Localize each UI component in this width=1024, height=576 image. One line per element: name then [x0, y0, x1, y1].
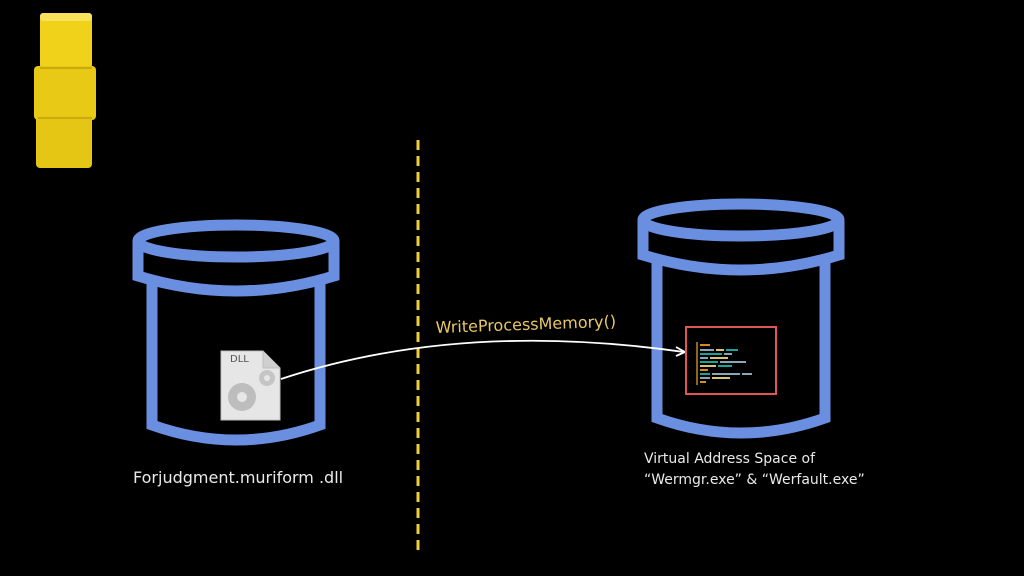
target-label-line2: “Wermgr.exe” & “Werfault.exe” — [644, 472, 865, 488]
write-memory-arrow — [280, 339, 685, 380]
source-dll-label: Forjudgment.muriform .dll — [133, 468, 344, 487]
yellow-blocks-icon — [34, 13, 96, 168]
code-window-icon — [685, 326, 777, 395]
dll-file-icon — [220, 350, 281, 421]
target-process-label: Virtual Address Space of “Wermgr.exe” & … — [644, 449, 865, 491]
target-label-line1: Virtual Address Space of — [644, 451, 816, 467]
dll-icon-text: DLL — [230, 354, 249, 365]
source-process-cylinder — [132, 219, 340, 446]
target-process-cylinder — [637, 198, 845, 439]
